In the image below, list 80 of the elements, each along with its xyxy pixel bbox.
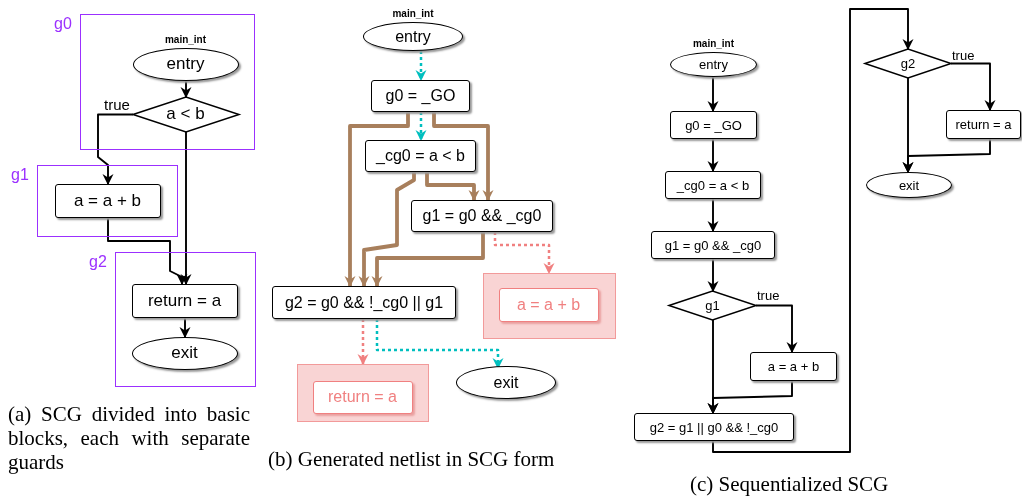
decision-diamond bbox=[865, 49, 951, 78]
decision-diamond bbox=[132, 96, 239, 132]
arrow bbox=[707, 380, 793, 415]
arrow bbox=[179, 317, 191, 339]
terminal-ellipse bbox=[456, 366, 556, 399]
process-box bbox=[411, 200, 553, 232]
node-label: g1 = g0 && _cg0 bbox=[422, 207, 542, 225]
process-box bbox=[498, 287, 599, 322]
node-label: a = a + b bbox=[767, 359, 820, 374]
process-box bbox=[750, 352, 837, 381]
arrow bbox=[707, 198, 719, 233]
arrow bbox=[432, 112, 494, 202]
terminal-ellipse bbox=[131, 336, 238, 370]
caption: (c) Sequentialized SCG bbox=[690, 472, 890, 497]
arrow bbox=[707, 258, 719, 293]
arrow bbox=[358, 172, 416, 288]
graph-name: main_int bbox=[164, 33, 207, 45]
process-box bbox=[312, 380, 413, 414]
highlight-frame bbox=[297, 364, 429, 422]
process-box bbox=[54, 183, 161, 218]
node-label: g2 = g0 && !_cg0 || g1 bbox=[284, 293, 444, 312]
process-box bbox=[272, 286, 456, 319]
group-label: g1 bbox=[11, 166, 29, 184]
node-label: return = a bbox=[147, 290, 222, 311]
node-label: return = a bbox=[328, 388, 397, 406]
arrow bbox=[902, 138, 991, 174]
graph-name: main_int bbox=[392, 8, 434, 19]
process-box bbox=[651, 231, 775, 259]
node-label: g2 = g1 || g0 && !_cg0 bbox=[649, 419, 779, 435]
arrow bbox=[357, 319, 369, 366]
arrow bbox=[371, 232, 485, 288]
terminal-ellipse bbox=[866, 172, 952, 198]
group-label: g2 bbox=[89, 253, 107, 271]
node-label: g0 = _GO bbox=[385, 87, 456, 105]
process-box bbox=[634, 413, 794, 441]
node-label: a = a + b bbox=[73, 190, 142, 211]
edge-label: true bbox=[103, 97, 131, 112]
node-label: g2 bbox=[900, 56, 916, 71]
node-label: entry bbox=[166, 54, 205, 74]
process-box bbox=[131, 283, 238, 318]
arrow bbox=[180, 131, 192, 286]
node-label: entry bbox=[395, 27, 431, 46]
node-label: g1 bbox=[705, 298, 720, 313]
node-label: entry bbox=[699, 57, 728, 72]
process-box bbox=[665, 171, 761, 199]
node-label: _cg0 = a < b bbox=[376, 147, 465, 165]
arrow bbox=[707, 76, 719, 113]
process-box bbox=[371, 80, 470, 112]
arrow bbox=[344, 112, 410, 288]
arrow bbox=[425, 172, 480, 202]
node-label: exit bbox=[171, 343, 198, 363]
graph-name: main_int bbox=[692, 38, 735, 49]
node-label: g1 = g0 && _cg0 bbox=[664, 237, 762, 253]
process-box bbox=[946, 110, 1021, 139]
arrow bbox=[493, 232, 555, 275]
decision-diamond bbox=[669, 291, 756, 320]
arrow bbox=[415, 51, 427, 82]
node-label: exit bbox=[898, 177, 920, 193]
arrow bbox=[707, 138, 719, 173]
node-label: a < b bbox=[166, 104, 205, 124]
arrow bbox=[107, 217, 188, 286]
process-box bbox=[670, 111, 757, 139]
node-label: exit bbox=[493, 373, 519, 392]
arrow bbox=[712, 8, 914, 453]
arrow bbox=[755, 304, 798, 354]
node-label: g0 = _GO bbox=[685, 117, 742, 133]
arrow bbox=[415, 112, 427, 142]
arrow bbox=[97, 113, 134, 186]
process-box bbox=[365, 140, 476, 172]
edge-label: true bbox=[951, 49, 976, 62]
group-label: g0 bbox=[54, 15, 72, 33]
arrow bbox=[950, 62, 996, 112]
node-label: a = a + b bbox=[516, 295, 581, 314]
highlight-frame bbox=[483, 273, 616, 339]
edge-label: true bbox=[756, 289, 781, 302]
node-label: return = a bbox=[955, 117, 1012, 132]
arrow bbox=[180, 80, 192, 99]
caption: (b) Generated netlist in SCG form bbox=[268, 447, 556, 472]
node-label: _cg0 = a < b bbox=[676, 177, 750, 193]
caption: (a) SCG divided into basic blocks, each with separate guards bbox=[8, 402, 250, 475]
